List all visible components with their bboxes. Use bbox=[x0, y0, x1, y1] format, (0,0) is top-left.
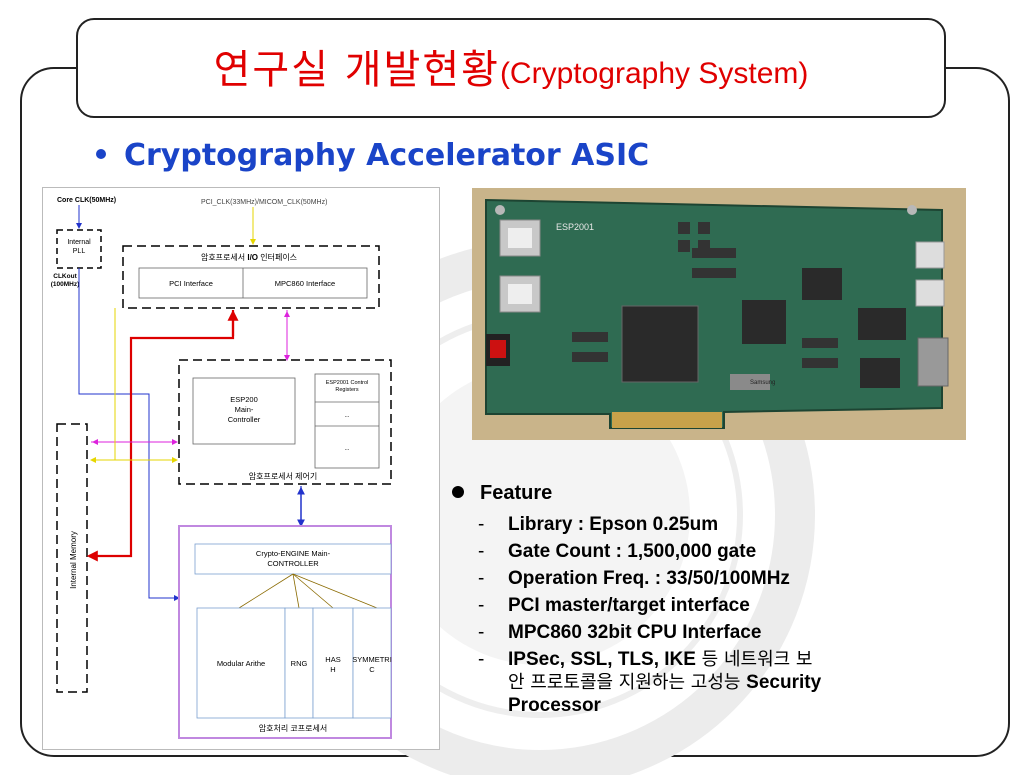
internal-memory-box bbox=[56, 423, 88, 693]
controller-caption: 암호프로세서 제어기 bbox=[249, 471, 317, 481]
svg-text:Main-: Main- bbox=[235, 405, 254, 414]
symmetric-box bbox=[352, 607, 392, 719]
feature-item: -IPSec, SSL, TLS, IKE 등 네트워크 보 bbox=[478, 649, 813, 670]
rng-box bbox=[284, 607, 314, 719]
feature-heading: Feature bbox=[452, 482, 552, 505]
svg-text:Controller: Controller bbox=[228, 415, 261, 424]
svg-text:RNG: RNG bbox=[291, 659, 308, 668]
internal-memory-label: Internal Memory bbox=[69, 531, 78, 589]
core-clk-label: Core CLK(50MHz) bbox=[57, 197, 116, 204]
asic-board-photo: ESP2001 Samsung bbox=[472, 188, 966, 440]
svg-text:CONTROLLER: CONTROLLER bbox=[267, 559, 319, 568]
pci-interface-label: PCI Interface bbox=[169, 279, 213, 288]
bullet-icon bbox=[452, 485, 464, 498]
svg-text:C: C bbox=[369, 665, 375, 674]
svg-text:SYMMETRI: SYMMETRI bbox=[352, 655, 392, 664]
hash-box bbox=[312, 607, 354, 719]
svg-text:Internal: Internal bbox=[67, 239, 91, 246]
svg-text:Samsung: Samsung bbox=[750, 380, 775, 386]
feature-item-continued: Processor bbox=[508, 695, 601, 716]
svg-text:(100MHz): (100MHz) bbox=[51, 281, 80, 288]
block-diagram: Core CLK(50MHz) PCI_CLK(33MHz)/MICOM_CLK… bbox=[42, 187, 440, 750]
svg-text:H: H bbox=[330, 665, 335, 674]
svg-text:Crypto-ENGINE Main-: Crypto-ENGINE Main- bbox=[256, 549, 331, 558]
bullet-icon bbox=[96, 148, 106, 159]
feature-item: -Library : Epson 0.25um bbox=[478, 514, 719, 535]
svg-text:ESP2001 Control: ESP2001 Control bbox=[326, 380, 369, 386]
mpc860-interface-label: MPC860 Interface bbox=[275, 279, 335, 288]
svg-text:...: ... bbox=[344, 446, 349, 452]
svg-text:Registers: Registers bbox=[335, 387, 358, 393]
feature-item: -MPC860 32bit CPU Interface bbox=[478, 622, 762, 643]
main-controller-box bbox=[192, 377, 296, 445]
pci-clk-label: PCI_CLK(33MHz)/MICOM_CLK(50MHz) bbox=[201, 199, 327, 206]
main-asic-chip bbox=[621, 305, 699, 383]
slide-title: 연구실 개발현황(Cryptography System) bbox=[213, 47, 809, 93]
svg-text:ESP200: ESP200 bbox=[230, 395, 258, 404]
crypto-controller-box bbox=[178, 359, 392, 485]
svg-text:...: ... bbox=[344, 413, 349, 419]
svg-text:HAS: HAS bbox=[325, 655, 340, 664]
svg-text:Modular Arithe: Modular Arithe bbox=[217, 659, 265, 668]
io-interface-box bbox=[122, 245, 380, 309]
modular-arithmetic-box bbox=[196, 607, 286, 719]
clkout-label: CLKout bbox=[53, 273, 77, 280]
feature-item: -PCI master/target interface bbox=[478, 595, 750, 616]
coprocessor-caption: 암호처리 코프로세서 bbox=[259, 723, 327, 733]
control-registers-box bbox=[314, 373, 380, 469]
svg-text:PLL: PLL bbox=[73, 248, 86, 255]
board-label: ESP2001 bbox=[556, 222, 594, 232]
engine-controller-box bbox=[194, 543, 392, 575]
feature-item-continued: 안 프로토콜을 지원하는 고성능 Security bbox=[508, 672, 822, 693]
io-interface-title: 암호프로세서 I/O 인터페이스 bbox=[201, 252, 297, 262]
title-box: 연구실 개발현황(Cryptography System) bbox=[76, 18, 946, 118]
section-heading: Cryptography Accelerator ASIC bbox=[90, 138, 649, 173]
feature-item: -Operation Freq. : 33/50/100MHz bbox=[478, 568, 790, 589]
feature-item: -Gate Count : 1,500,000 gate bbox=[478, 541, 757, 562]
